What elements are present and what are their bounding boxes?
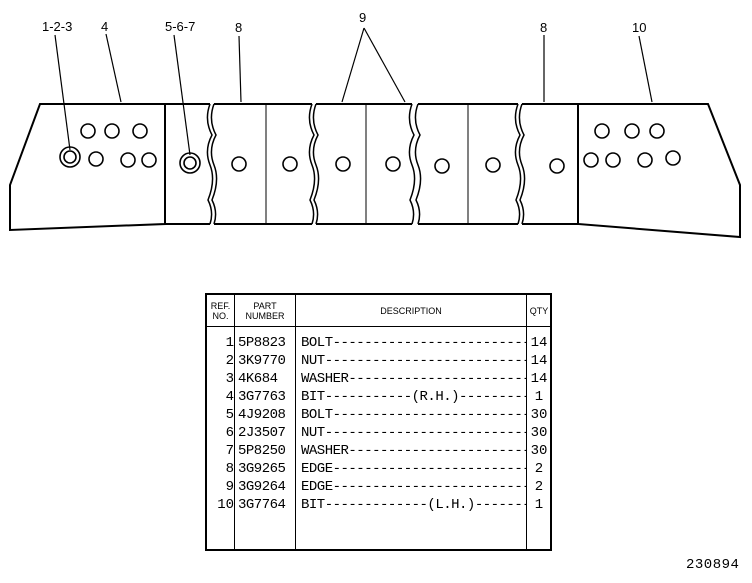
callout-4: 4 bbox=[101, 19, 108, 34]
part-number-cell: 2J3507 bbox=[238, 425, 286, 441]
column-divider bbox=[526, 295, 527, 549]
part-number-cell: 3K9770 bbox=[238, 353, 286, 369]
part-number-cell: 3G9264 bbox=[238, 479, 286, 495]
header-divider bbox=[207, 326, 550, 327]
ref-no-cell: 3 bbox=[225, 371, 234, 387]
qty-cell: 2 bbox=[534, 461, 544, 477]
part-number-cell: 4K684 bbox=[238, 371, 278, 387]
bolt-holes bbox=[59, 123, 681, 174]
qty-cell: 1 bbox=[534, 389, 544, 405]
parts-illustration: 1-2-3 4 5-6-7 8 9 8 10 bbox=[9, 10, 741, 239]
callout-8-right: 8 bbox=[540, 20, 547, 35]
callout-10: 10 bbox=[632, 20, 646, 35]
part-number-cell: 5P8250 bbox=[238, 443, 286, 459]
break-line-2 bbox=[210, 103, 218, 225]
cutting-edge-middle bbox=[316, 103, 412, 225]
break-line-8 bbox=[518, 103, 526, 225]
column-divider bbox=[234, 295, 235, 549]
part-number-cell: 4J9208 bbox=[238, 407, 286, 423]
description-cell: EDGE--------------------------------- bbox=[301, 479, 526, 495]
qty-cell: 30 bbox=[530, 443, 548, 459]
qty-cell: 2 bbox=[534, 479, 544, 495]
description-cell: BOLT--------------------------------- bbox=[301, 407, 526, 423]
figure-number: 230894 bbox=[686, 557, 740, 573]
header-part-number: PART NUMBER bbox=[245, 300, 285, 321]
break-line-1 bbox=[206, 103, 214, 225]
ref-no-cell: 8 bbox=[225, 461, 234, 477]
left-edge-segment bbox=[165, 103, 210, 225]
header-description: DESCRIPTION bbox=[380, 305, 442, 316]
description-cell: WASHER------------------------------ bbox=[301, 371, 526, 387]
ref-no-cell: 4 bbox=[225, 389, 234, 405]
ref-no-cell: 1 bbox=[225, 335, 234, 351]
ref-no-cell: 6 bbox=[225, 425, 234, 441]
cutting-edge-left bbox=[214, 103, 312, 225]
ref-no-cell: 9 bbox=[225, 479, 234, 495]
break-line-6 bbox=[414, 103, 422, 225]
qty-cell: 14 bbox=[530, 335, 548, 351]
description-cell: WASHER------------------------------ bbox=[301, 443, 526, 459]
callout-9: 9 bbox=[359, 10, 366, 25]
qty-cell: 14 bbox=[530, 371, 548, 387]
left-bit-outline bbox=[9, 103, 166, 232]
part-number-cell: 3G9265 bbox=[238, 461, 286, 477]
callout-8-left: 8 bbox=[235, 20, 242, 35]
callout-1-2-3: 1-2-3 bbox=[42, 19, 72, 34]
qty-cell: 30 bbox=[530, 407, 548, 423]
header-ref-no: REF. NO. bbox=[210, 300, 231, 321]
ref-no-cell: 10 bbox=[217, 497, 234, 513]
qty-cell: 1 bbox=[534, 497, 544, 513]
break-line-5 bbox=[408, 103, 416, 225]
callout-5-6-7: 5-6-7 bbox=[165, 19, 195, 34]
ref-no-cell: 7 bbox=[225, 443, 234, 459]
column-divider bbox=[295, 295, 296, 549]
description-cell: BIT-----------(R.H.)----------------- bbox=[301, 389, 526, 405]
qty-cell: 14 bbox=[530, 353, 548, 369]
ref-no-cell: 2 bbox=[225, 353, 234, 369]
break-line-4 bbox=[312, 103, 320, 225]
ref-no-cell: 5 bbox=[225, 407, 234, 423]
description-cell: BOLT--------------------------------- bbox=[301, 335, 526, 351]
description-cell: BIT-------------(L.H.)--------------- bbox=[301, 497, 526, 513]
break-line-3 bbox=[308, 103, 316, 225]
qty-cell: 30 bbox=[530, 425, 548, 441]
description-cell: NUT---------------------------------- bbox=[301, 353, 526, 369]
cutting-edge-right bbox=[522, 103, 578, 225]
description-cell: NUT---------------------------------- bbox=[301, 425, 526, 441]
part-number-cell: 5P8823 bbox=[238, 335, 286, 351]
header-qty: QTY bbox=[529, 305, 549, 316]
break-line-7 bbox=[514, 103, 522, 225]
part-number-cell: 3G7764 bbox=[238, 497, 286, 513]
description-cell: EDGE--------------------------------- bbox=[301, 461, 526, 477]
part-number-cell: 3G7763 bbox=[238, 389, 286, 405]
